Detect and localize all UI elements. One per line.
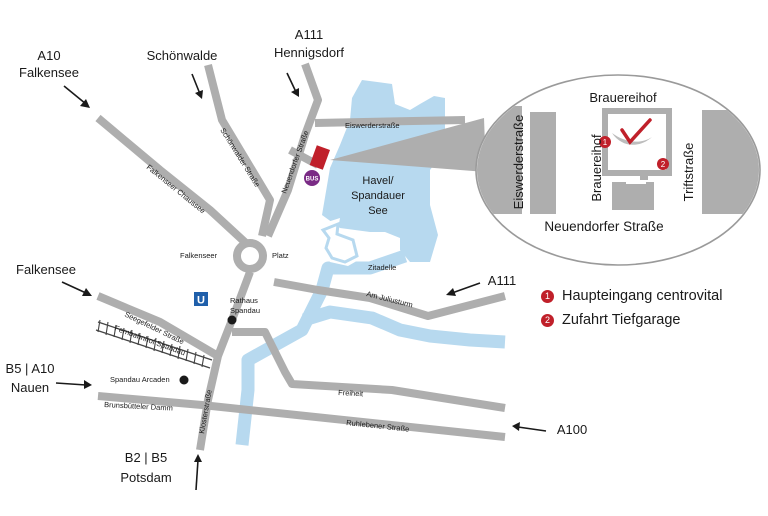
street-falkenseer: Falkenseer (180, 251, 218, 260)
road-neuendorfer-strasse (264, 62, 322, 238)
street-schoenwalder-strasse: Schönwalder Straße (218, 126, 262, 188)
legend-text-garage: Zufahrt Tiefgarage (562, 312, 681, 328)
street-freiheit: Freiheit (338, 388, 364, 398)
road-seegefelder-strasse (96, 292, 221, 360)
label-a10: A10 (37, 48, 60, 63)
label-b2-b5: B2 | B5 (125, 450, 167, 465)
bus-stop-icon (304, 170, 320, 186)
road-klosterstrasse (196, 270, 254, 451)
road-am-juliusturm (273, 278, 507, 320)
inset-label-brauereihof: Brauereihof (589, 90, 657, 105)
inset-label-eiswerderstrasse: Eiswerderstraße (511, 115, 526, 210)
label-hennigsdorf: Hennigsdorf (274, 45, 344, 60)
arrow-falkensee-mid (61, 281, 92, 296)
railway-fernbahnhof (95, 319, 213, 369)
inset-label-triftstrasse: Triftstraße (681, 143, 696, 202)
label-schoenwalde: Schönwalde (147, 48, 218, 63)
legend-number-2: 2 (541, 313, 554, 327)
street-ruhlebener-strasse: Ruhlebener Straße (346, 418, 410, 434)
label-b5-a10: B5 | A10 (6, 361, 55, 376)
map-legend: 1 Haupteingang centrovital 2 Zufahrt Tie… (541, 284, 722, 332)
legend-item-garage: 2 Zufahrt Tiefgarage (541, 308, 722, 332)
inset-marker-1 (599, 136, 611, 148)
street-brunsbuetteler-damm: Brunsbütteler Damm (104, 400, 173, 413)
arrow-schoenwalde (191, 73, 203, 99)
roads-layer (95, 62, 507, 451)
label-a100: A100 (557, 422, 587, 437)
legend-text-main-entrance: Haupteingang centrovital (562, 288, 723, 304)
road-brunsbuetteler-damm (97, 392, 506, 441)
road-eiswerderstrasse (314, 116, 466, 127)
water-label-spandauer: Spandauer (351, 190, 405, 202)
bus-stop-label: BUS (306, 177, 319, 183)
inset-label-brauereihof-vertical: Brauereihof (589, 134, 604, 202)
label-rathaus: Rathaus (230, 296, 258, 305)
inset-marker-2-label: 2 (661, 160, 666, 169)
road-schoenwalder-strasse (204, 64, 274, 237)
centrovital-location-marker (309, 145, 330, 170)
label-a111-right: A111 (488, 273, 516, 288)
street-falkenseer-chaussee: Falkenseer Chaussee (145, 163, 207, 216)
road-freiheit (232, 328, 506, 412)
ubahn-label: U (197, 295, 205, 307)
label-falkensee-mid: Falkensee (16, 262, 76, 277)
legend-item-main-entrance: 1 Haupteingang centrovital (541, 284, 722, 308)
label-zitadelle: Zitadelle (368, 263, 396, 272)
havel-channel (302, 305, 506, 349)
centrovital-logo-swoosh (612, 133, 652, 145)
zitadelle (318, 218, 362, 266)
label-potsdam: Potsdam (120, 470, 171, 485)
street-platz: Platz (272, 251, 289, 260)
arrow-a100 (512, 422, 547, 432)
inset-marker-2 (657, 158, 669, 170)
ubahn-icon (194, 292, 208, 306)
water-label-havel: Havel/ (362, 175, 394, 187)
water-label-see: See (368, 205, 388, 217)
street-spandau-arcaden: Spandau Arcaden (110, 375, 170, 384)
water-label: Havel/ Spandauer See (351, 175, 405, 217)
label-rathaus-spandau: Spandau (230, 306, 260, 315)
road-falkenseer-chaussee (95, 114, 251, 248)
callout-pointer (330, 118, 486, 172)
arrow-nauen (55, 380, 92, 389)
inset-marker-1-label: 1 (603, 138, 608, 147)
spandau-arcaden-marker (179, 375, 189, 385)
inset-detail-map: 1 2 Brauereihof Brauereihof Eiswerderstr… (475, 74, 761, 266)
arrow-hennigsdorf (286, 72, 299, 97)
centrovital-logo-check (620, 118, 652, 145)
arrow-falkensee-top (63, 85, 90, 108)
street-eiswerderstrasse: Eiswerderstraße (345, 121, 400, 130)
label-falkensee-top: Falkensee (19, 65, 79, 80)
label-a111-top: A111 (295, 27, 323, 42)
rathaus-marker (227, 315, 237, 325)
arrow-a111 (446, 282, 481, 296)
inset-label-neuendorfer-strasse: Neuendorfer Straße (544, 219, 663, 234)
havel-river (235, 249, 408, 446)
arrow-potsdam (194, 454, 202, 491)
street-klosterstrasse: Klosterstraße (197, 389, 214, 434)
label-nauen: Nauen (11, 380, 49, 395)
direction-arrows (55, 72, 547, 491)
destination-labels: A10 Falkensee Schönwalde A111 Hennigsdor… (6, 27, 588, 485)
falkenseer-platz-roundabout (233, 239, 267, 273)
legend-number-1: 1 (541, 289, 554, 303)
